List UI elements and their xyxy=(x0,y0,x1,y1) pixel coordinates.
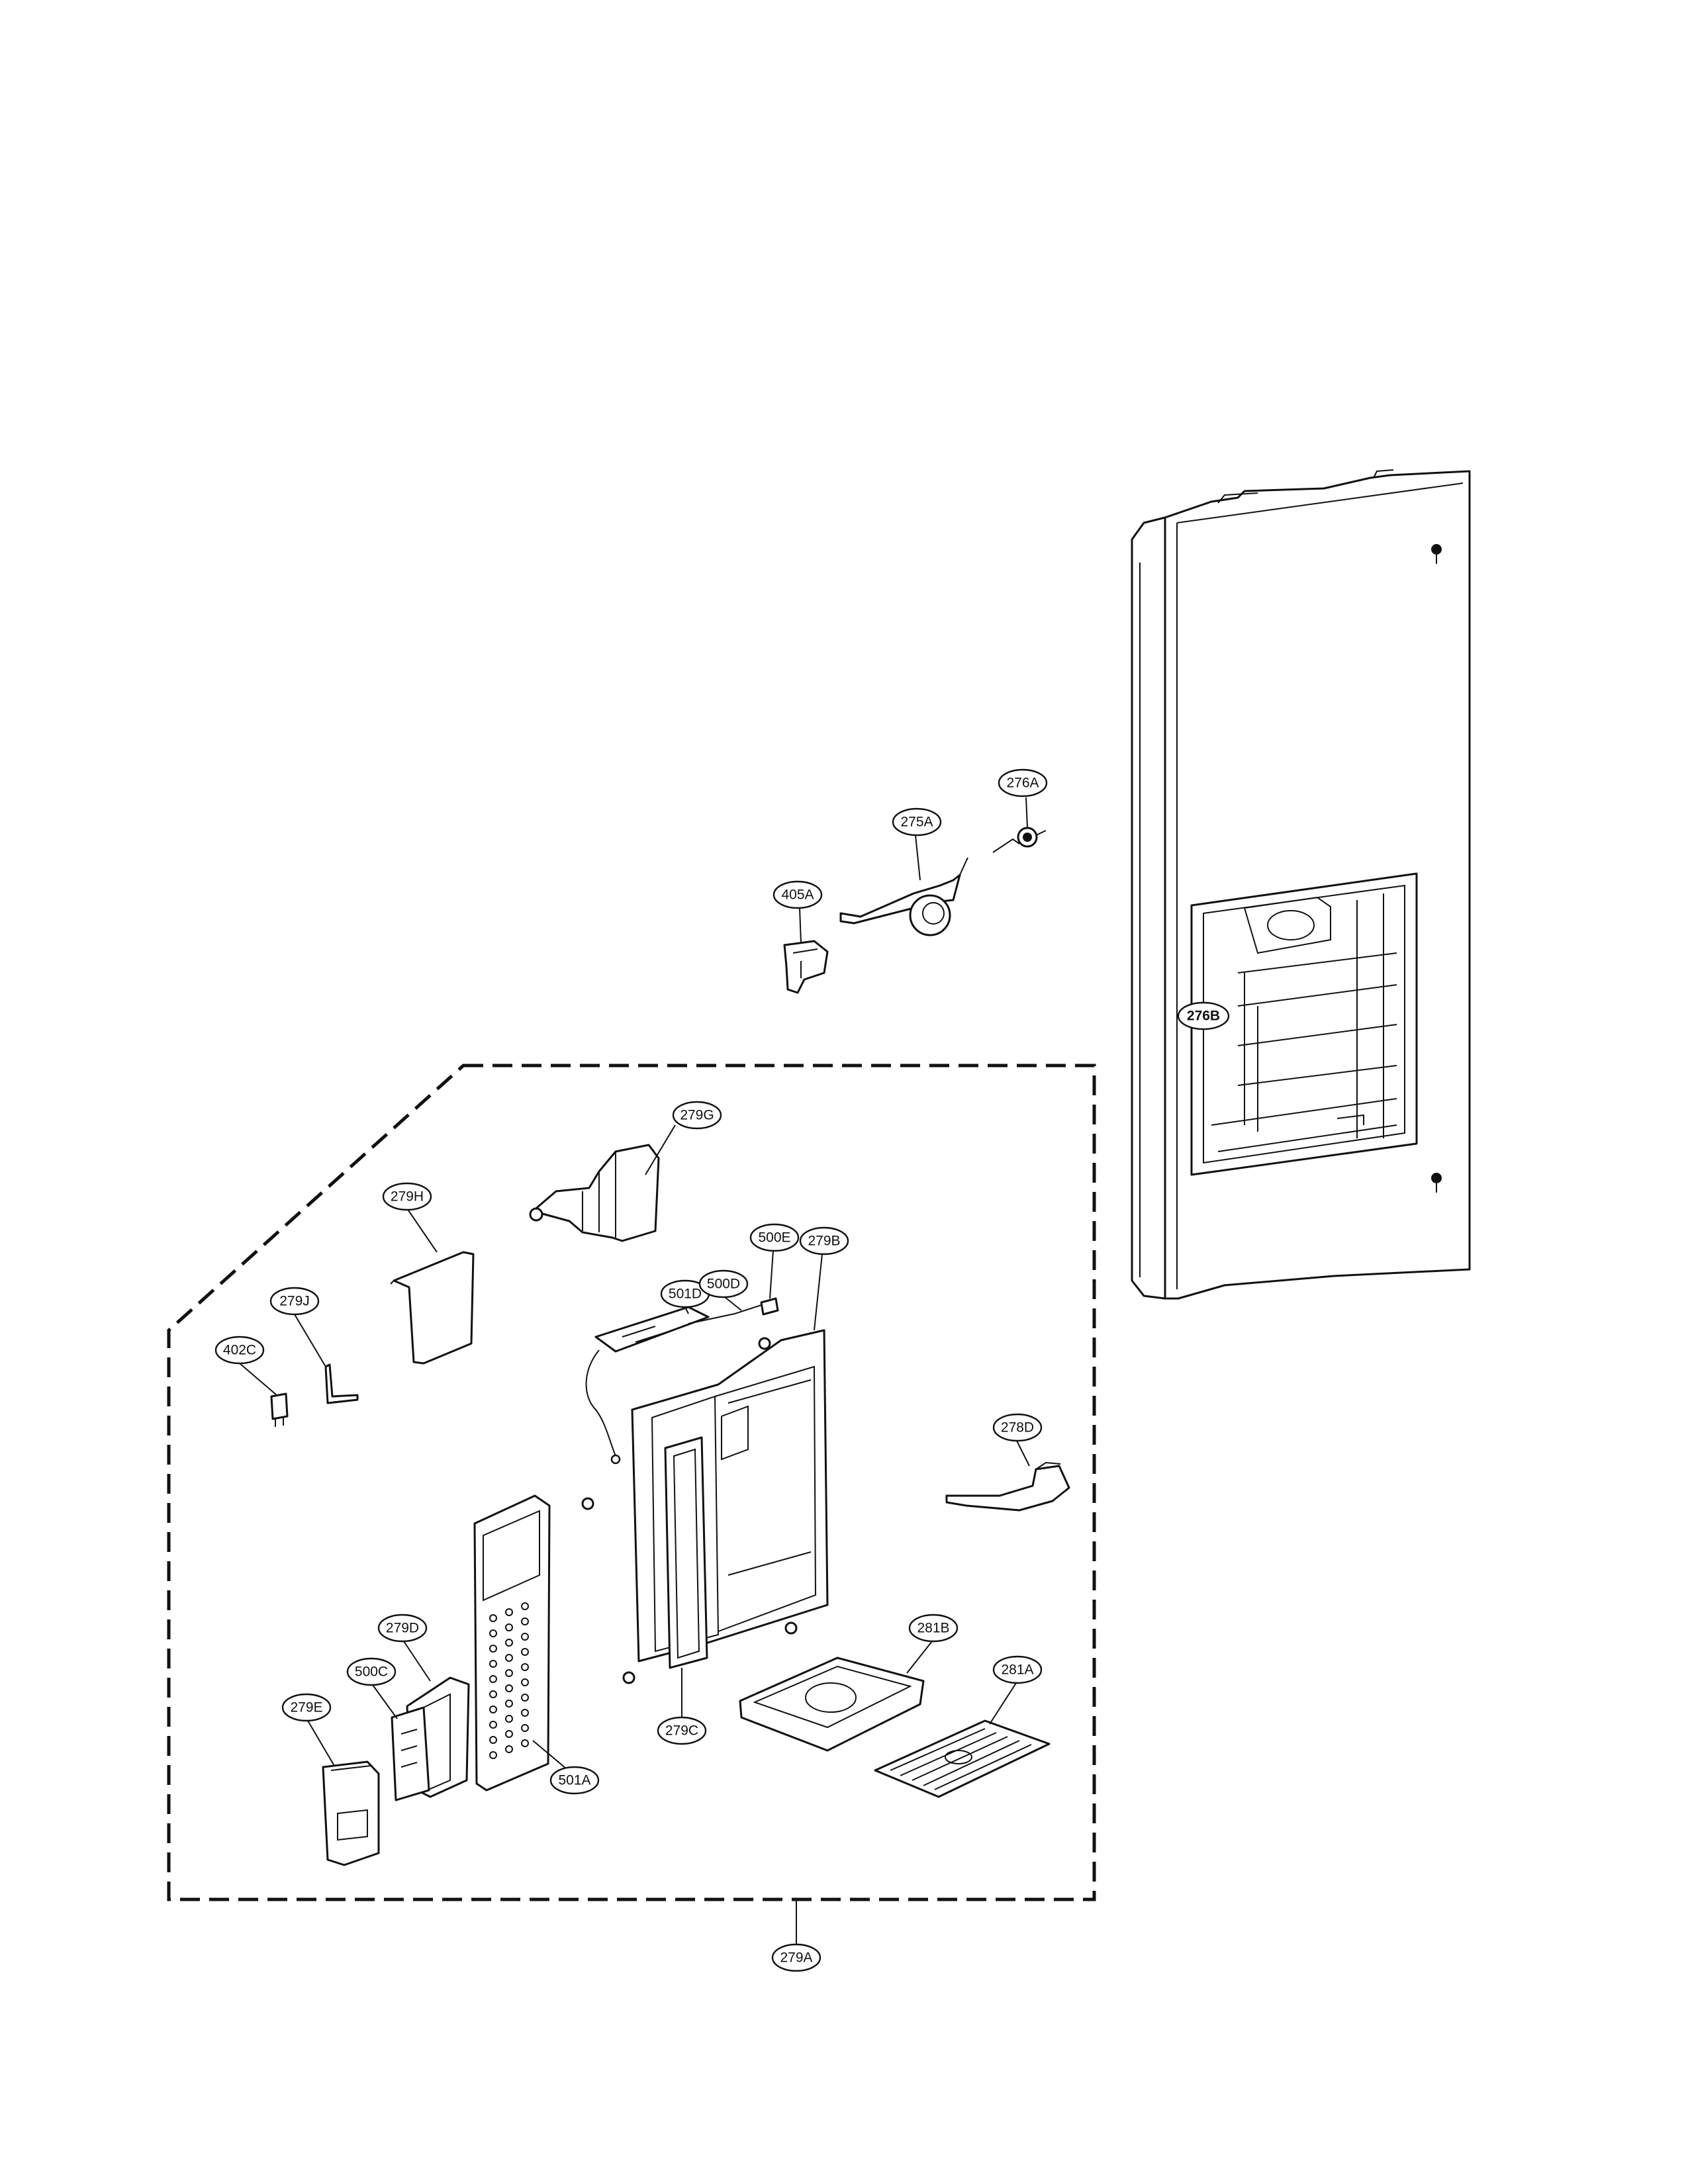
panel-button-dot xyxy=(489,1751,497,1759)
callout-279B: 279B xyxy=(799,1226,849,1255)
panel-button-dot xyxy=(521,1739,529,1747)
panel-button-dot xyxy=(505,1684,513,1692)
panel-button-dot xyxy=(521,1617,529,1625)
callout-281B: 281B xyxy=(908,1614,959,1643)
panel-button-dot xyxy=(521,1648,529,1656)
panel-button-dot xyxy=(489,1721,497,1729)
callout-279D: 279D xyxy=(377,1614,428,1643)
callout-500E-text: 500E xyxy=(758,1230,790,1246)
panel-button-dot xyxy=(489,1736,497,1744)
panel-501A-buttons xyxy=(489,1602,529,1759)
panel-button-dot xyxy=(489,1645,497,1653)
callout-279E-text: 279E xyxy=(290,1700,322,1715)
part-279H-flap xyxy=(390,1208,475,1365)
callout-500E: 500E xyxy=(749,1223,800,1252)
leader-501A xyxy=(532,1740,567,1769)
callout-501A-text: 501A xyxy=(558,1773,590,1788)
panel-button-dot xyxy=(521,1709,529,1717)
part-500C-board xyxy=(372,1684,430,1801)
callout-276B-text: 276B xyxy=(1187,1009,1220,1024)
panel-button-dot xyxy=(489,1675,497,1683)
callout-276B: 276B xyxy=(1177,1001,1230,1030)
panel-button-dot xyxy=(505,1715,513,1723)
panel-button-dot xyxy=(521,1724,529,1732)
panel-button-dot xyxy=(521,1663,529,1671)
callout-279C: 279C xyxy=(657,1716,707,1745)
panel-button-dot xyxy=(505,1654,513,1662)
part-279J-lever xyxy=(294,1314,359,1404)
refrigerator-door xyxy=(1131,469,1471,1300)
callout-279H-text: 279H xyxy=(391,1189,424,1205)
callout-500C-text: 500C xyxy=(355,1664,388,1680)
part-279C-gasket xyxy=(664,1436,708,1717)
part-281B-tray xyxy=(739,1641,933,1752)
callout-276A-text: 276A xyxy=(1006,776,1039,791)
callout-402C: 402C xyxy=(214,1336,265,1365)
assembly-279A-boundary xyxy=(167,1064,1096,1901)
panel-button-dot xyxy=(489,1614,497,1622)
dispenser-recess xyxy=(1190,872,1418,1176)
part-402C-switch xyxy=(239,1363,289,1427)
part-279E-bezel xyxy=(307,1720,380,1866)
callout-402C-text: 402C xyxy=(223,1343,256,1358)
part-500E-connector xyxy=(760,1250,779,1316)
part-278D-chute xyxy=(945,1439,1070,1512)
callout-501D-text: 501D xyxy=(669,1287,702,1302)
panel-button-dot xyxy=(505,1608,513,1616)
door-screw-bottom xyxy=(1431,1173,1442,1193)
panel-button-dot xyxy=(505,1623,513,1631)
panel-button-dot xyxy=(505,1700,513,1707)
callout-279E: 279E xyxy=(281,1693,332,1722)
panel-button-dot xyxy=(521,1633,529,1641)
panel-button-dot xyxy=(489,1660,497,1668)
panel-button-dot xyxy=(489,1629,497,1637)
callout-279A: 279A xyxy=(771,1943,821,1972)
panel-button-dot xyxy=(505,1730,513,1738)
callout-500C: 500C xyxy=(346,1657,397,1686)
callout-278D-text: 278D xyxy=(1001,1420,1034,1435)
part-405A-switch xyxy=(783,907,829,994)
callout-281A: 281A xyxy=(992,1655,1043,1684)
part-500D-cable xyxy=(688,1297,762,1324)
callout-276A: 276A xyxy=(998,768,1048,797)
callout-279A-text: 279A xyxy=(780,1950,812,1966)
part-501D-board xyxy=(585,1306,710,1465)
callout-501A: 501A xyxy=(549,1766,600,1795)
callout-281B-text: 281B xyxy=(917,1621,949,1636)
panel-button-dot xyxy=(505,1745,513,1753)
panel-button-dot xyxy=(505,1669,513,1677)
screw-group xyxy=(581,1337,798,1684)
callout-279J: 279J xyxy=(269,1287,320,1316)
part-275A-lever xyxy=(839,835,968,936)
callout-500D: 500D xyxy=(698,1269,749,1298)
callout-279C-text: 279C xyxy=(665,1723,698,1739)
part-276A-spring xyxy=(992,797,1047,853)
callout-501D: 501D xyxy=(660,1279,710,1308)
callout-279G: 279G xyxy=(672,1101,722,1130)
panel-button-dot xyxy=(521,1602,529,1610)
panel-button-dot xyxy=(489,1706,497,1713)
panel-button-dot xyxy=(489,1690,497,1698)
callout-405A-text: 405A xyxy=(781,887,814,903)
part-281A-grille xyxy=(874,1682,1051,1798)
callout-279D-text: 279D xyxy=(386,1621,419,1636)
callout-281A-text: 281A xyxy=(1001,1662,1033,1678)
panel-button-dot xyxy=(505,1639,513,1647)
callout-275A-text: 275A xyxy=(900,815,933,830)
callout-278D: 278D xyxy=(992,1413,1043,1442)
panel-button-dot xyxy=(521,1694,529,1702)
door-screw-top xyxy=(1431,544,1442,564)
callout-405A: 405A xyxy=(773,880,823,909)
panel-button-dot xyxy=(521,1678,529,1686)
callout-500D-text: 500D xyxy=(707,1277,740,1292)
callout-279J-text: 279J xyxy=(279,1294,310,1309)
callout-279G-text: 279G xyxy=(680,1108,714,1123)
callout-279B-text: 279B xyxy=(808,1234,840,1249)
callout-275A: 275A xyxy=(892,807,942,837)
callout-279H: 279H xyxy=(382,1182,432,1211)
part-279G-bracket xyxy=(529,1124,676,1242)
